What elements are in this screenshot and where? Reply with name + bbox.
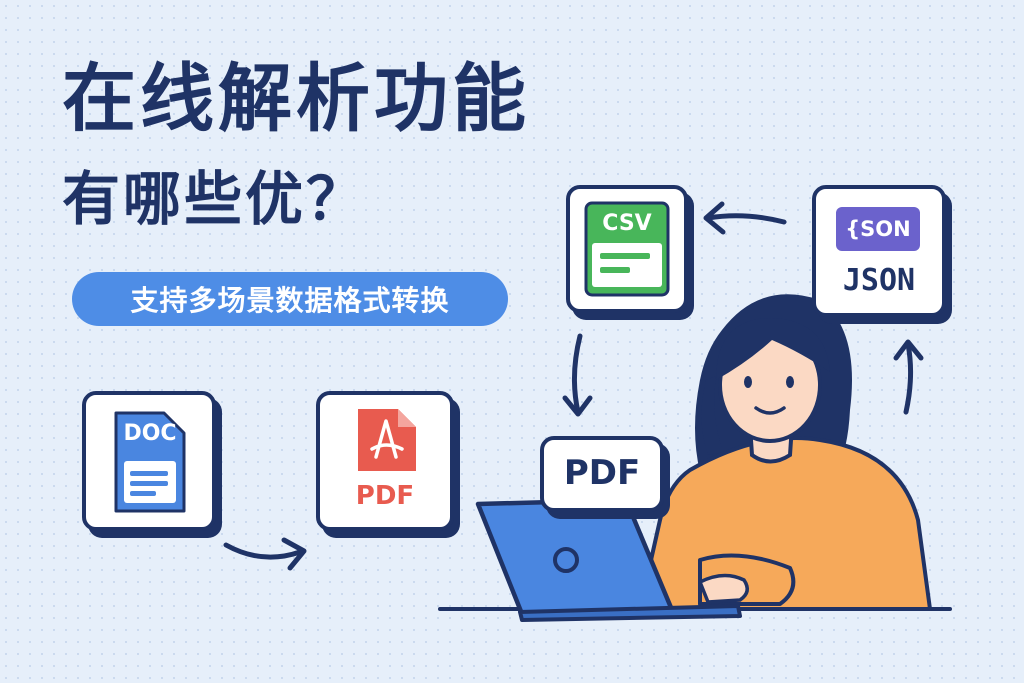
arrow-icon — [703, 201, 787, 235]
doc-file-icon — [114, 411, 186, 513]
pdf-text-label: PDF — [563, 453, 641, 493]
json-label: JSON — [842, 263, 916, 298]
csv-file-icon — [584, 201, 670, 297]
headline-line-2: 有哪些优？ — [62, 165, 368, 233]
arrow-icon — [562, 333, 593, 417]
arrow-icon — [893, 339, 924, 415]
headline-line-1: 在线解析功能 — [62, 56, 530, 142]
csv-label: CSV — [602, 211, 652, 236]
doc-label: DOC — [123, 421, 177, 446]
arrow-icon — [223, 537, 307, 571]
json-file-card: {SON JSON — [812, 185, 946, 317]
csv-file-card: CSV — [566, 185, 688, 313]
pdf-label: PDF — [355, 481, 415, 511]
pdf-text-card: PDF — [540, 436, 664, 512]
pdf-file-card: PDF — [316, 391, 454, 531]
json-file-icon — [836, 207, 920, 251]
json-badge: {SON — [845, 217, 911, 241]
pdf-file-icon — [358, 409, 416, 471]
person-illustration — [638, 294, 932, 611]
subtitle-pill: 支持多场景数据格式转换 — [72, 272, 508, 326]
laptop-icon — [475, 497, 742, 622]
doc-file-card: DOC — [82, 391, 216, 531]
